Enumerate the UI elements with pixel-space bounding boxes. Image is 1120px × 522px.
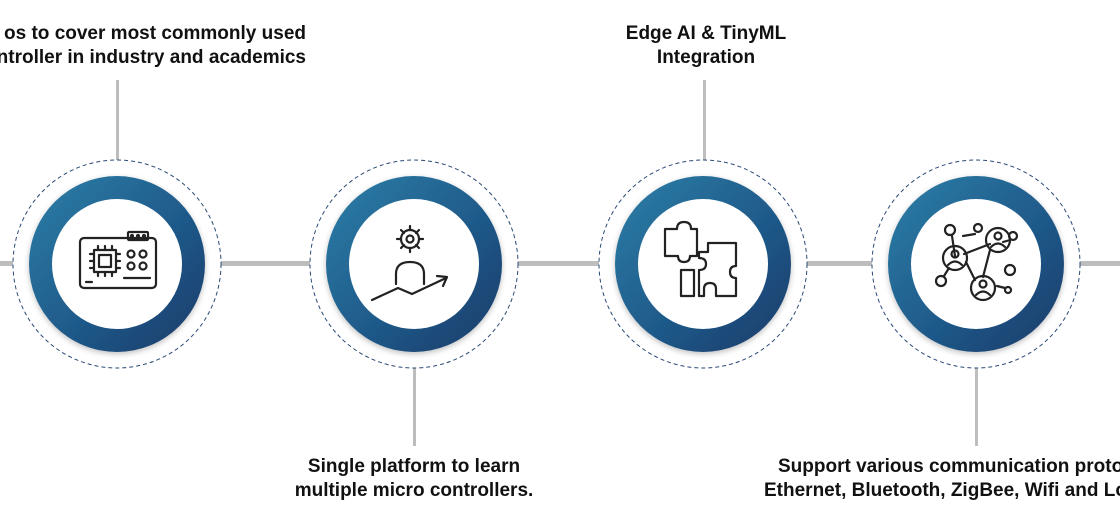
- connector-step-2: [413, 368, 416, 446]
- step-3-node: [598, 159, 808, 369]
- person-gear-growth-icon: [370, 224, 449, 302]
- step-4-caption: Support various communication proto Ethe…: [764, 455, 1120, 503]
- step-1-caption-line-1: os to cover most commonly used: [4, 23, 306, 44]
- step-3-caption-line-1: Edge AI & TinyML: [625, 23, 787, 44]
- timeline-bar: [0, 261, 1120, 266]
- connector-step-1: [116, 80, 119, 160]
- step-4-node: [871, 159, 1081, 369]
- step-2-caption-line-1: Single platform to learn: [307, 456, 521, 477]
- connector-step-4: [975, 368, 978, 446]
- step-2-caption-line-2: multiple micro controllers.: [294, 480, 534, 501]
- step-1-caption-line-2: ontroller in industry and academics: [0, 47, 306, 68]
- step-1-caption: os to cover most commonly used ontroller…: [0, 22, 306, 70]
- puzzle-pieces-icon: [663, 220, 738, 298]
- step-3-caption-line-2: Integration: [656, 47, 756, 68]
- step-4-caption-line-2: Ethernet, Bluetooth, ZigBee, Wifi and Lo: [764, 480, 1120, 501]
- step-4-caption-line-1: Support various communication proto: [778, 456, 1120, 477]
- connector-step-3: [703, 80, 706, 160]
- circuit-board-icon: [78, 230, 158, 290]
- step-2-caption: Single platform to learn multiple micro …: [295, 455, 534, 503]
- step-3-caption: Edge AI & TinyML Integration: [626, 22, 786, 70]
- step-2-node: [309, 159, 519, 369]
- network-people-icon: [934, 222, 1019, 302]
- step-1-node: [12, 159, 222, 369]
